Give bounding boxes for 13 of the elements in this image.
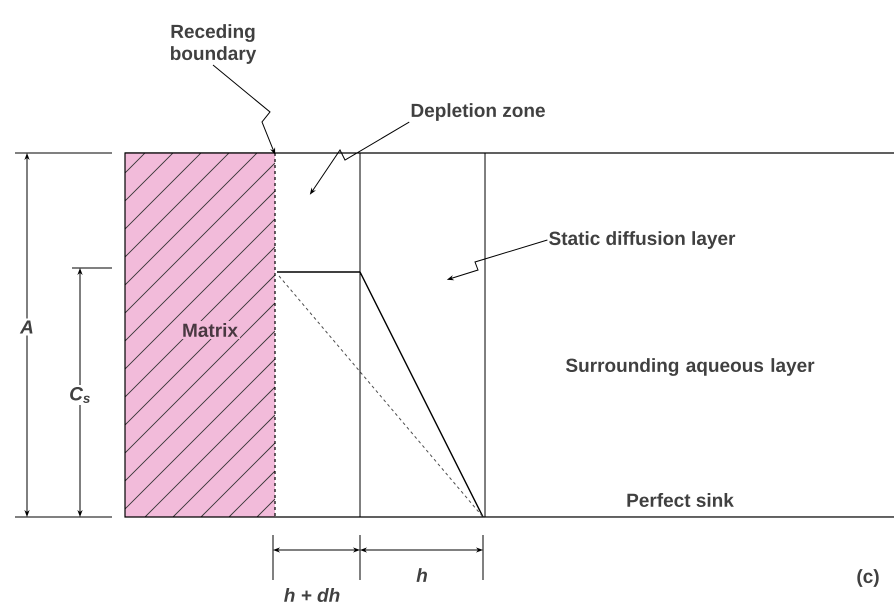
leader-text: Depletion zone xyxy=(412,103,545,121)
region-label: Surrounding aqueous layer xyxy=(563,356,817,378)
layer-region xyxy=(275,152,360,518)
dimension-label: C$_{s}$ xyxy=(67,385,93,405)
dimension-label: h + dh xyxy=(282,586,342,604)
dimension-label: h xyxy=(414,566,430,584)
matrix-block: Matrix xyxy=(124,152,276,518)
leader-text: Static diffusion layer xyxy=(549,231,736,249)
dimension-label: A xyxy=(18,318,36,336)
leader-text: Receding boundary xyxy=(170,24,256,64)
region-label: Perfect sink xyxy=(624,491,736,509)
layer-region xyxy=(360,152,486,518)
figure-label: (c) xyxy=(854,567,882,589)
